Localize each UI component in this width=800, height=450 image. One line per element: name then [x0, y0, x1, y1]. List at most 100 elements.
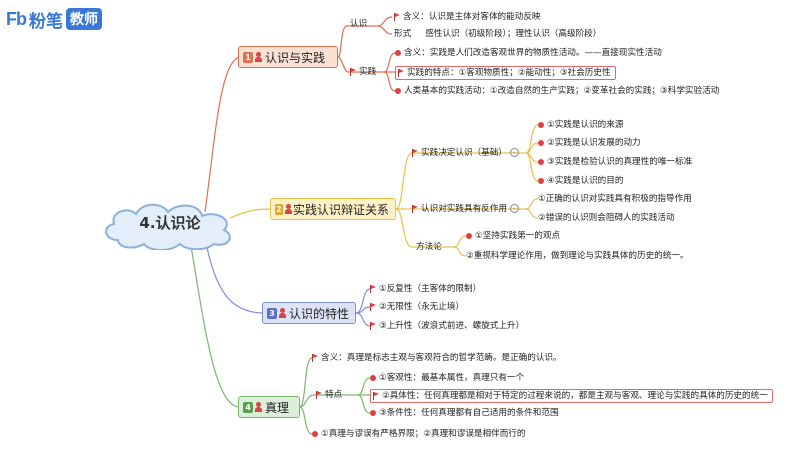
flag-icon	[316, 391, 322, 399]
node-text: ①反复性（主客体的限制）	[379, 284, 482, 294]
node-jueding-3[interactable]: ③实践是检验认识的真理性的唯一标准	[538, 156, 692, 168]
collapse-icon[interactable]: –	[509, 148, 519, 157]
node-tedian-1[interactable]: ①客观性：最基本属性，真理只有一个	[370, 372, 524, 384]
central-cloud	[105, 203, 231, 250]
bullet-icon	[538, 158, 544, 165]
edge-ff1	[453, 235, 467, 248]
edge-t1-renshi	[337, 25, 347, 58]
node-text: ①真理与谬误有严格界限；②真理和谬误是相伴而行的	[321, 429, 526, 439]
node-fanzuo-2[interactable]: ②错误的认识则会阻碍人的实践活动	[538, 212, 675, 224]
node-shijian-hanyi[interactable]: 含义：实践是人们改造客观世界的物质性活动。——直接现实性活动	[395, 47, 662, 59]
bullet-icon	[538, 177, 544, 184]
node-text: ②具体性：任何真理都是相对于特定的过程来说的，都是主观与客观、理论与实践的具体的…	[382, 391, 768, 401]
edge-t3-3	[355, 312, 371, 327]
person-icon	[278, 308, 286, 318]
flag-icon	[373, 392, 379, 400]
node-texing-2[interactable]: ②无限性（永无止境）	[370, 301, 464, 313]
topic-label: 认识与实践	[265, 50, 326, 65]
node-text: 实践	[359, 67, 377, 77]
person-icon	[255, 402, 262, 412]
node-renshi-hanyi[interactable]: 含义：认识是主体对客体的能动反映	[394, 11, 541, 23]
node-text: ①实践是认识的来源	[547, 120, 624, 130]
node-text: 含义：认识是主体对客体的能动反映	[403, 12, 541, 22]
edge-t4-bottom	[299, 406, 313, 435]
edge-td1	[357, 377, 371, 396]
node-jueding-2[interactable]: ②实践是认识发展的动力	[538, 137, 641, 149]
topic-renshi-shijian[interactable]: 1 认识与实践	[238, 46, 338, 68]
edge-j1	[525, 124, 539, 154]
node-text: ③上升性（波浪式前进、螺旋式上升）	[379, 321, 525, 331]
flag-icon	[412, 205, 418, 213]
node-text: ①坚持实践第一的观点	[475, 231, 561, 241]
flag-icon	[398, 69, 404, 77]
node-fangfa-2[interactable]: ②重视科学理论作用，做到理论与实践具体的历史的统一。	[466, 250, 689, 262]
node-jueding-4[interactable]: ④实践是认识的目的	[538, 175, 623, 187]
logo-brand: 粉笔	[29, 11, 63, 31]
node-texing-1[interactable]: ①反复性（主客体的限制）	[370, 283, 481, 295]
node-shijian[interactable]: 实践	[350, 66, 376, 78]
node-text: ①客观性：最基本属性，真理只有一个	[379, 373, 525, 383]
bullet-icon	[370, 374, 376, 381]
flag-icon	[412, 149, 418, 157]
node-text: ②无限性（永无止境）	[379, 302, 465, 312]
edge-center-t1	[204, 56, 241, 213]
node-tedian-3[interactable]: ③条件性：任何真理都有自己适用的条件和范围	[370, 407, 559, 419]
bullet-icon	[395, 87, 401, 94]
node-text: ②重视科学理论作用，做到理论与实践具体的历史的统一。	[466, 251, 689, 261]
logo-mark: Fb	[6, 8, 27, 29]
edge-center-t3	[204, 237, 265, 314]
node-renshi[interactable]: 认识	[350, 19, 368, 29]
topic-label: 真理	[265, 400, 290, 415]
node-text: 人类基本的实践活动：①改造自然的生产实践；②变革社会的实践；③科学实验活动	[404, 86, 720, 96]
edge-t4-tedian	[299, 394, 315, 408]
node-fanzuoyong[interactable]: 认识对实践具有反作用–	[412, 203, 519, 215]
bullet-icon	[538, 121, 544, 128]
edge-shijian-jiben	[383, 71, 396, 92]
node-xingshi[interactable]: 形式感性认识（初级阶段）；理性认识（高级阶段）	[394, 28, 601, 40]
node-jueding[interactable]: 实践决定认识（基础）–	[412, 147, 519, 159]
edge-j4	[525, 152, 539, 182]
node-text: 特点	[325, 390, 343, 400]
topic-number-1: 1	[243, 51, 253, 63]
edge-t2-fangfa	[395, 208, 413, 248]
topic-zhenli[interactable]: 4 真理	[238, 396, 300, 418]
node-texing-3[interactable]: ③上升性（波浪式前进、螺旋式上升）	[370, 320, 524, 332]
flag-icon	[370, 285, 376, 293]
node-fangfa-1[interactable]: ①坚持实践第一的观点	[466, 230, 560, 242]
node-fangfalun[interactable]: 方法论	[416, 241, 442, 253]
edge-shijian-hanyi	[383, 52, 396, 73]
central-topic: 4.认识论	[139, 214, 201, 232]
node-shijian-jiben[interactable]: 人类基本的实践活动：①改造自然的生产实践；②变革社会的实践；③科学实验活动	[395, 85, 719, 97]
node-zhenli-hanyi[interactable]: 含义：真理是标志主观与客观符合的哲学范畴。是正确的认识。	[312, 352, 562, 364]
node-text: 认识对实践具有反作用	[421, 204, 507, 214]
edge-center-t2	[229, 208, 273, 219]
topic-number-4: 4	[243, 401, 253, 413]
logo-badge: 教师	[66, 8, 102, 30]
flag-icon	[350, 68, 356, 76]
node-tedian-2[interactable]: ②具体性：任何真理都是相对于特定的过程来说的，都是主观与客观、理论与实践的具体的…	[370, 389, 773, 403]
topic-number-3: 3	[267, 307, 277, 319]
bullet-icon	[395, 49, 401, 56]
bullet-icon	[538, 139, 544, 146]
node-shijian-tedian[interactable]: 实践的特点：①客观物质性；②能动性；③社会历史性	[395, 66, 616, 80]
topic-texing[interactable]: 3 认识的特性	[262, 302, 356, 324]
edge-ff2	[453, 246, 467, 257]
edge-renshi-hanyi	[377, 16, 393, 27]
edge-renshi-xingshi	[377, 25, 393, 35]
topic-label: 认识的特性	[288, 306, 349, 321]
topic-bianzheng[interactable]: 2 实践认识辩证关系	[270, 198, 396, 220]
node-text: ④实践是认识的目的	[547, 176, 624, 186]
edge-center-t4	[189, 239, 241, 408]
edge-t2-jueding	[395, 152, 413, 210]
node-text: 实践决定认识（基础）	[421, 148, 507, 158]
bullet-icon	[370, 409, 376, 416]
node-jueding-1[interactable]: ①实践是认识的来源	[538, 119, 623, 131]
node-zhenli-tedian[interactable]: 特点	[316, 389, 342, 401]
node-zhenli-bottom[interactable]: ①真理与谬误有严格界限；②真理和谬误是相伴而行的	[312, 428, 525, 440]
collapse-icon[interactable]: –	[509, 204, 519, 213]
bullet-icon	[312, 430, 318, 437]
node-text: 实践的特点：①客观物质性；②能动性；③社会历史性	[407, 68, 611, 78]
node-fanzuo-1[interactable]: ①正确的认识对实践具有积极的指导作用	[538, 193, 692, 205]
flag-icon	[394, 13, 400, 21]
